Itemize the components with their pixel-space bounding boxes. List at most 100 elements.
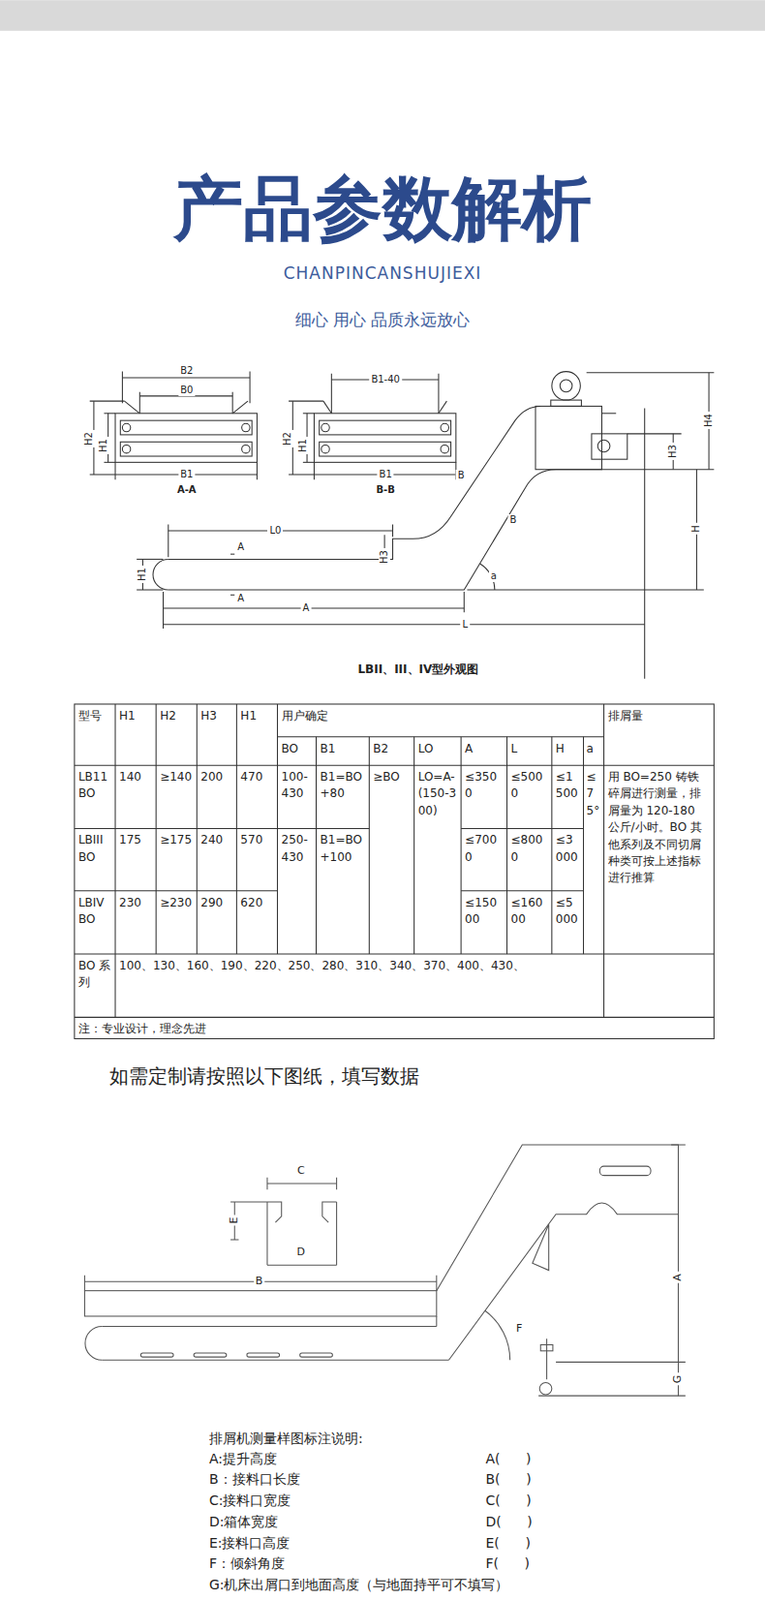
section-b-b	[288, 373, 457, 481]
dim-label: H3	[378, 548, 391, 566]
table-cell: ≥140	[156, 765, 196, 827]
instruction-heading: 如需定制请按照以下图纸，填写数据	[109, 1064, 420, 1088]
dim-label: F	[514, 1322, 524, 1336]
table-cell: BO 系列	[75, 954, 115, 1016]
dim-label: G	[672, 1373, 685, 1386]
dim-label: A	[235, 541, 246, 553]
table-cell: ≥175	[156, 828, 196, 889]
side-view	[136, 371, 714, 679]
table-cell: 100、130、160、190、220、250、280、310、340、370、…	[116, 954, 604, 1016]
table-cell: 用户确定	[278, 704, 604, 736]
table-cell: H1	[237, 704, 276, 765]
table-cell: ≤5000	[552, 891, 583, 953]
table-cell: ≤15000	[461, 891, 506, 953]
note-text: E:接料口高度	[209, 1533, 291, 1551]
table-cell: ≤5000	[508, 765, 551, 827]
table-cell: 570	[237, 828, 276, 889]
table-cell: 140	[116, 765, 155, 827]
dim-label: E	[228, 1214, 242, 1225]
dim-label: B	[253, 1274, 266, 1287]
table-cell: BO	[278, 737, 316, 765]
table-cell: 290	[197, 891, 236, 953]
dim-label: L0	[267, 524, 283, 537]
table-cell: 240	[197, 828, 236, 889]
page-title: 产品参数解析	[173, 170, 592, 247]
table-cell: LBIII BO	[75, 828, 115, 889]
table-cell: 200	[197, 765, 236, 827]
dim-label: H1	[97, 436, 110, 455]
table-cell: ≥BO	[369, 765, 413, 953]
note-text: F：倾斜角度	[209, 1554, 285, 1571]
table-cell: ≤8000	[508, 828, 551, 889]
table-cell: 175	[116, 828, 155, 889]
dim-label: H3	[667, 442, 679, 460]
dim-label: A	[672, 1271, 685, 1284]
table-cell: ≤1500	[552, 765, 583, 827]
table-cell: H2	[156, 704, 196, 765]
table-cell: LB11BO	[75, 765, 115, 827]
dim-label: B0	[178, 384, 195, 397]
dim-label: B1-40	[368, 373, 402, 386]
dim-label: H1	[136, 565, 149, 583]
table-cell: 100-430	[278, 765, 316, 827]
table-cell: ≤16000	[508, 891, 551, 953]
table-cell: 排屑量	[605, 704, 714, 765]
note-text: A:提升高度	[209, 1450, 277, 1468]
figure-caption: LBII、III、IV型外观图	[357, 662, 479, 676]
table-cell: 470	[237, 765, 276, 827]
dim-label: B2	[178, 365, 195, 377]
note-blank: B( )	[485, 1470, 531, 1488]
note-blank: D( )	[485, 1512, 532, 1530]
table-cell: 注：专业设计，理念先进	[75, 1017, 713, 1038]
table-cell: LO	[415, 737, 460, 765]
table-cell: 250-430	[278, 828, 316, 953]
table-cell: B1=BO+80	[317, 765, 369, 827]
dim-label: A-A	[175, 484, 199, 496]
slogan: 细心 用心 品质永远放心	[295, 308, 471, 329]
dim-label: H2	[281, 429, 294, 448]
table-cell: H	[552, 737, 583, 765]
dim-label: a	[489, 570, 499, 582]
table-cell: ≤3500	[461, 765, 506, 827]
table-cell: B2	[369, 737, 413, 765]
table-cell: 型号	[75, 704, 115, 765]
note-text: B：接料口长度	[209, 1470, 301, 1488]
dim-label: H4	[703, 411, 715, 429]
dim-label: H	[690, 522, 703, 535]
table-cell: B1	[317, 737, 369, 765]
dim-label: H1	[297, 436, 309, 455]
table-cell: 用 BO=250 铸铁碎屑进行测量，排屑量为 120-180 公斤/小时。BO …	[605, 765, 714, 953]
dim-label: D	[294, 1246, 306, 1259]
custom-drawing	[84, 1144, 685, 1396]
table-cell: A	[461, 737, 506, 765]
dim-label: B1	[377, 468, 395, 481]
note-blank: F( )	[485, 1554, 530, 1571]
note-blank: A( )	[485, 1450, 531, 1468]
table-cell: a	[584, 737, 604, 765]
note-text: G:机床出屑口到地面高度（与地面持平可不填写）	[209, 1575, 510, 1592]
table-cell: ≤75°	[584, 765, 604, 953]
note-blank: E( )	[485, 1533, 530, 1551]
note-text: D:箱体宽度	[209, 1512, 279, 1530]
table-cell: H3	[197, 704, 236, 765]
note-blank: C( )	[485, 1492, 531, 1509]
table-cell: H1	[116, 704, 155, 765]
dim-label: C	[295, 1164, 307, 1178]
table-cell: LBIV BO	[75, 891, 115, 953]
dim-label: B1	[178, 468, 195, 481]
table-grid	[74, 703, 714, 1039]
note-text: C:接料口宽度	[209, 1492, 292, 1509]
top-bar	[0, 0, 765, 31]
dim-label: B	[456, 469, 467, 482]
note-text: 排屑机测量样图标注说明:	[209, 1430, 364, 1447]
table-cell: 230	[116, 891, 155, 953]
table-cell: B1=BO+100	[317, 828, 369, 953]
table-cell: 620	[237, 891, 276, 953]
dim-label: B-B	[373, 484, 397, 496]
table-cell: ≤7000	[461, 828, 506, 889]
section-a-a	[90, 371, 258, 481]
dim-label: A	[301, 602, 312, 614]
subtitle-pinyin: CHANPINCANSHUJIEXI	[283, 263, 483, 283]
